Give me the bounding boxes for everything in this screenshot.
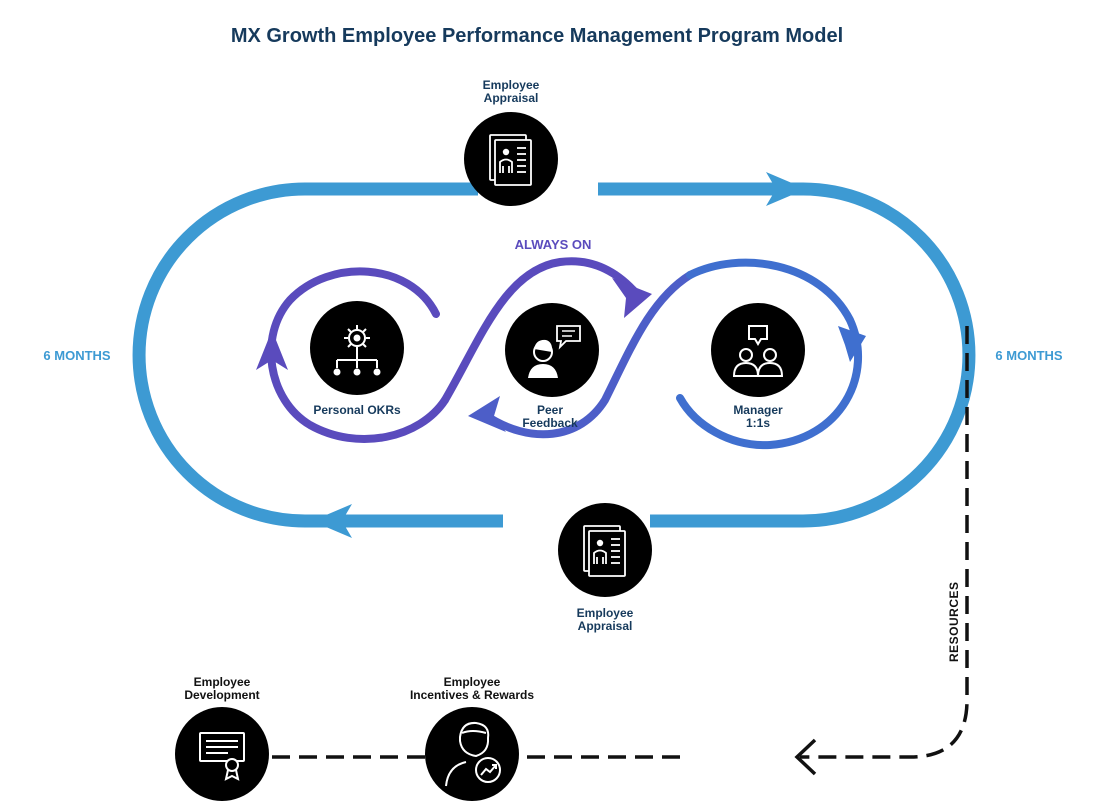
manager-label-line2: 1:1s <box>746 416 770 430</box>
bottom-appraisal-node <box>558 503 652 597</box>
left-months-label: 6 MONTHS <box>43 348 111 363</box>
resources-label: RESOURCES <box>947 581 961 662</box>
inner-loop-right-arc <box>676 258 862 450</box>
two-people-chat-icon <box>732 325 784 377</box>
outer-arrow-right <box>766 172 806 206</box>
inner-arrow-up-left <box>256 330 288 370</box>
resources-dashed-line <box>800 326 969 759</box>
bottom-appraisal-label-line1: Employee <box>577 606 634 620</box>
bottom-appraisal-label-line2: Appraisal <box>578 619 633 633</box>
personal-okrs-node <box>310 301 404 395</box>
top-appraisal-node <box>464 112 558 206</box>
peer-feedback-label-line2: Feedback <box>522 416 578 430</box>
incentives-label-line2: Incentives & Rewards <box>410 688 534 702</box>
employee-development-node <box>175 707 269 801</box>
resources-arrowhead <box>794 738 817 776</box>
peer-feedback-node <box>505 303 599 397</box>
inner-arrow-lower-middle <box>468 396 506 432</box>
incentives-label-line1: Employee <box>444 675 501 689</box>
manager-one-on-ones-node <box>711 303 805 397</box>
inner-arrow-top-middle <box>612 278 652 318</box>
person-growth-icon <box>445 721 501 787</box>
gear-network-icon <box>333 325 381 376</box>
manager-label-line1: Manager <box>733 403 783 417</box>
always-on-label: ALWAYS ON <box>515 237 592 252</box>
inner-loop-cross-down <box>481 271 694 439</box>
employee-incentives-node <box>425 707 519 801</box>
document-person-icon <box>583 525 626 577</box>
development-label-line2: Development <box>184 688 259 702</box>
outer-loop-right-arc <box>802 182 976 528</box>
certificate-icon <box>199 732 245 781</box>
peer-feedback-label-line1: Peer <box>537 403 563 417</box>
top-appraisal-label-line1: Employee <box>483 78 540 92</box>
outer-arrow-left <box>312 504 352 538</box>
resources-path <box>270 326 969 759</box>
inner-arrow-right <box>838 326 866 362</box>
development-label-line1: Employee <box>194 675 251 689</box>
diagram-title: MX Growth Employee Performance Managemen… <box>231 25 843 47</box>
outer-loop-left-arc <box>132 182 306 528</box>
right-months-label: 6 MONTHS <box>995 348 1063 363</box>
top-appraisal-label-line2: Appraisal <box>484 91 539 105</box>
document-person-icon <box>489 134 532 186</box>
personal-okrs-label: Personal OKRs <box>313 403 401 417</box>
person-speech-bubble-icon <box>528 325 581 378</box>
inner-loop-cross-up <box>441 257 639 404</box>
